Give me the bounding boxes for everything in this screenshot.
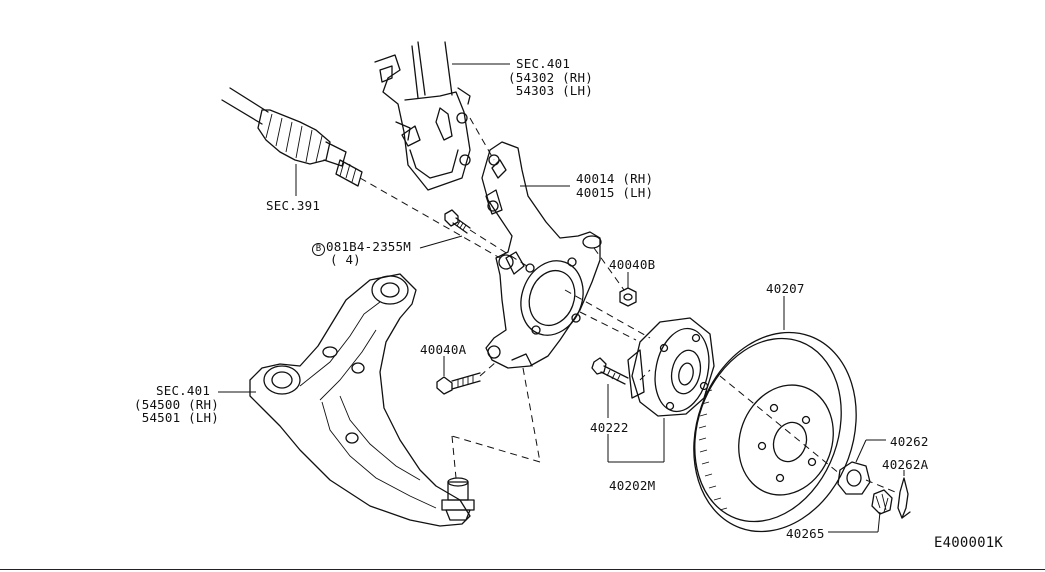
hub-assembly-label: 40202M [609, 478, 656, 493]
driveshaft-sec-label: SEC.391 [266, 198, 321, 213]
hub-bolt-40222 [591, 357, 629, 385]
hub-bearing-assembly [627, 317, 715, 417]
steering-knuckle [481, 141, 602, 369]
leader-lines [218, 63, 905, 533]
strut-rh-label: (54302 (RH) [508, 70, 593, 85]
nut-retainer-label: 40265 [786, 526, 825, 541]
rotor-label: 40207 [766, 281, 805, 296]
knuckle-rh-label: 40014 (RH) [576, 171, 654, 186]
bolt-40040a [436, 372, 481, 395]
lower-control-arm [249, 273, 475, 527]
bottom-rule [0, 569, 1045, 570]
cotter-pin-40262a [897, 477, 911, 519]
hub-nut-label: 40262 [890, 434, 929, 449]
strut-assembly [374, 41, 471, 191]
nut-40040b-label: 40040B [609, 257, 656, 272]
strut-lh-label: 54303 (LH) [508, 83, 593, 98]
cotter-pin-label: 40262A [882, 457, 929, 472]
nut-40040b [619, 287, 637, 307]
brake-rotor [693, 331, 857, 533]
bolt-40040a-label: 40040A [420, 342, 467, 357]
assembly-guide-lines [359, 117, 901, 495]
diagram-code: E400001K [934, 535, 1004, 551]
lower-arm-lh-label: 54501 (LH) [134, 410, 219, 425]
bolt-symbol-icon: B [312, 243, 325, 256]
driveshaft-assembly [221, 87, 363, 187]
bolt-spec-code: 081B4-2355M [326, 239, 411, 254]
knuckle-bolt [444, 209, 471, 234]
knuckle-lh-label: 40015 (LH) [576, 185, 654, 200]
bolt-qty-label: ( 4) [330, 252, 361, 267]
hub-nut-40262 [837, 461, 871, 495]
lower-arm-rh-label: (54500 (RH) [134, 397, 219, 412]
hub-bolt-label: 40222 [590, 420, 629, 435]
lower-arm-sec-label: SEC.401 [156, 383, 211, 398]
strut-sec-label: SEC.401 [516, 56, 571, 71]
nut-retainer-40265 [871, 489, 893, 515]
